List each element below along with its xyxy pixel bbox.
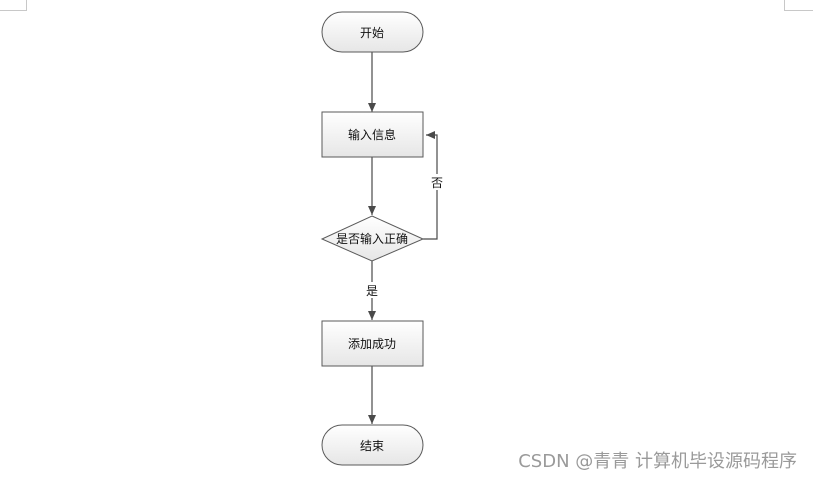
yes-label-bg — [364, 282, 380, 298]
start-node-label: 开始 — [360, 26, 384, 40]
end-node — [321, 424, 424, 466]
success-node — [321, 320, 424, 367]
edge-label-yes: 是 — [366, 284, 378, 298]
edge-label-no: 否 — [431, 176, 443, 190]
crop-mark-top-right — [784, 0, 813, 11]
decision-node-label: 是否输入正确 — [336, 231, 408, 246]
input-node-label: 输入信息 — [348, 127, 396, 142]
crop-mark-top-left — [0, 0, 27, 11]
watermark: CSDN @青青 计算机毕设源码程序 — [518, 451, 797, 472]
end-node-label: 结束 — [360, 439, 384, 453]
no-label-bg — [429, 174, 445, 190]
success-node-label: 添加成功 — [348, 337, 396, 351]
input-node — [321, 111, 424, 158]
start-node — [321, 11, 424, 53]
decision-node — [320, 215, 425, 262]
